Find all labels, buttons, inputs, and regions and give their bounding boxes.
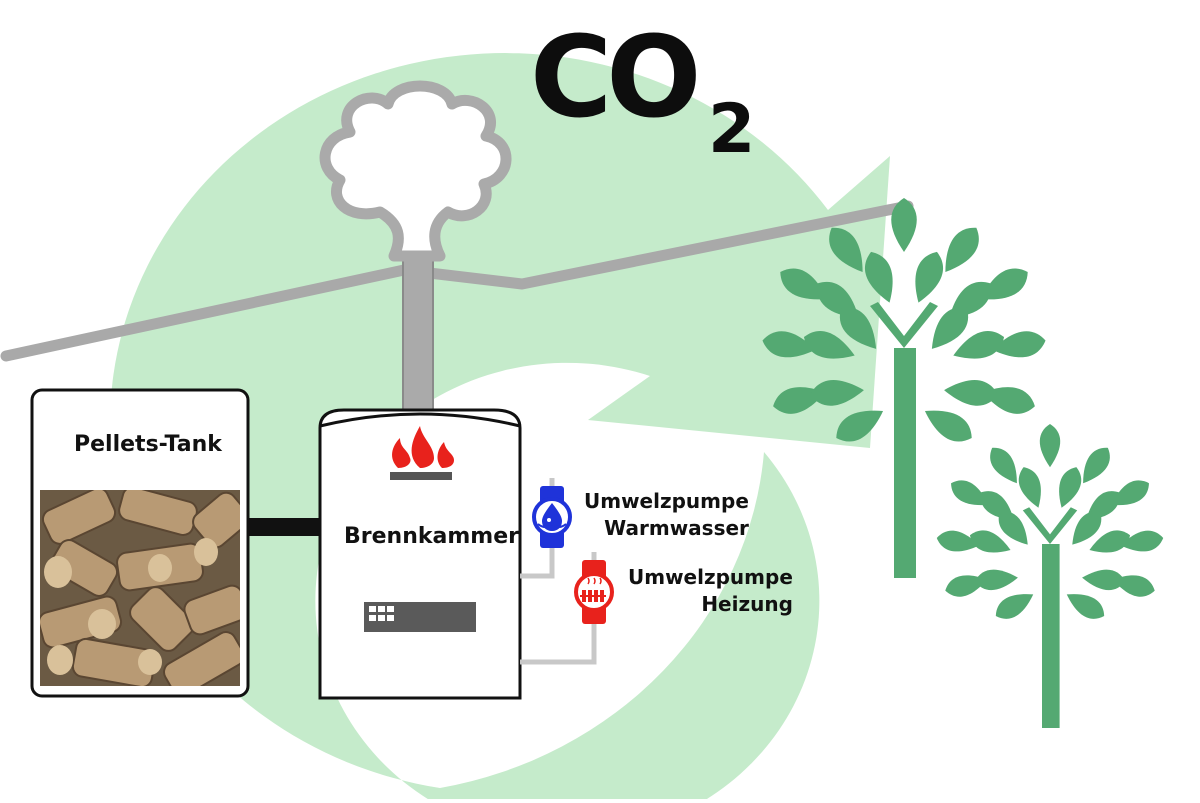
pellets-tank (30, 388, 250, 698)
radiator-icon (580, 577, 606, 602)
feed-pipe (248, 518, 320, 536)
pump-heating (574, 560, 614, 624)
burner-grate (390, 472, 452, 480)
chamber-label: Brennkammer (344, 524, 519, 549)
water-drop-icon (537, 503, 567, 531)
flame-icon (392, 426, 454, 468)
co2-cycle-arrow-icon (110, 53, 890, 803)
tree-icon (935, 424, 1165, 728)
control-panel (364, 602, 476, 632)
co2-title: CO (530, 13, 701, 143)
pump-warmwater-label-line2: Warmwasser (604, 516, 749, 540)
pump-warmwater-label: Umwelzpumpe Warmwasser (584, 488, 749, 542)
smoke-cloud-icon (319, 80, 512, 262)
pump-heating-label: Umwelzpumpe Heizung (628, 564, 793, 618)
wood-pellets-image (40, 490, 240, 686)
burn-chamber (318, 408, 522, 700)
pump-heating-label-line2: Heizung (701, 592, 793, 616)
pump-warmwater-label-line1: Umwelzpumpe (584, 489, 749, 513)
tank-label: Pellets-Tank (74, 432, 222, 457)
co2-subscript: 2 (708, 90, 756, 169)
ground-line (0, 200, 914, 362)
pump-heating-label-line1: Umwelzpumpe (628, 565, 793, 589)
pump-warmwater (532, 486, 572, 548)
